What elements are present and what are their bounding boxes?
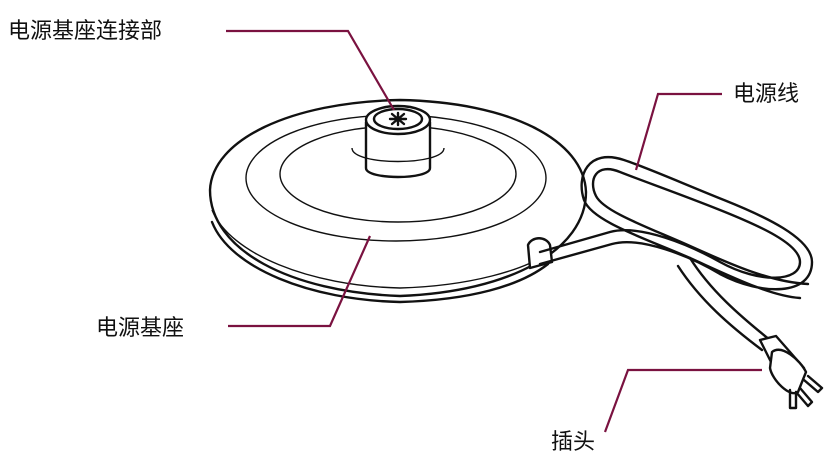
leader-connector <box>226 29 395 111</box>
leader-plug <box>603 368 762 433</box>
label-power-cord: 电源线 <box>733 82 800 107</box>
connector-post <box>351 104 445 179</box>
leader-lines <box>226 29 762 433</box>
leader-base <box>228 235 372 328</box>
label-power-base: 电源基座 <box>96 316 185 341</box>
plug-illustration <box>758 334 824 410</box>
label-base-connector: 电源基座连接部 <box>8 19 163 44</box>
power-cord <box>538 156 814 352</box>
label-plug: 插头 <box>551 430 596 455</box>
leader-cord <box>634 92 722 171</box>
